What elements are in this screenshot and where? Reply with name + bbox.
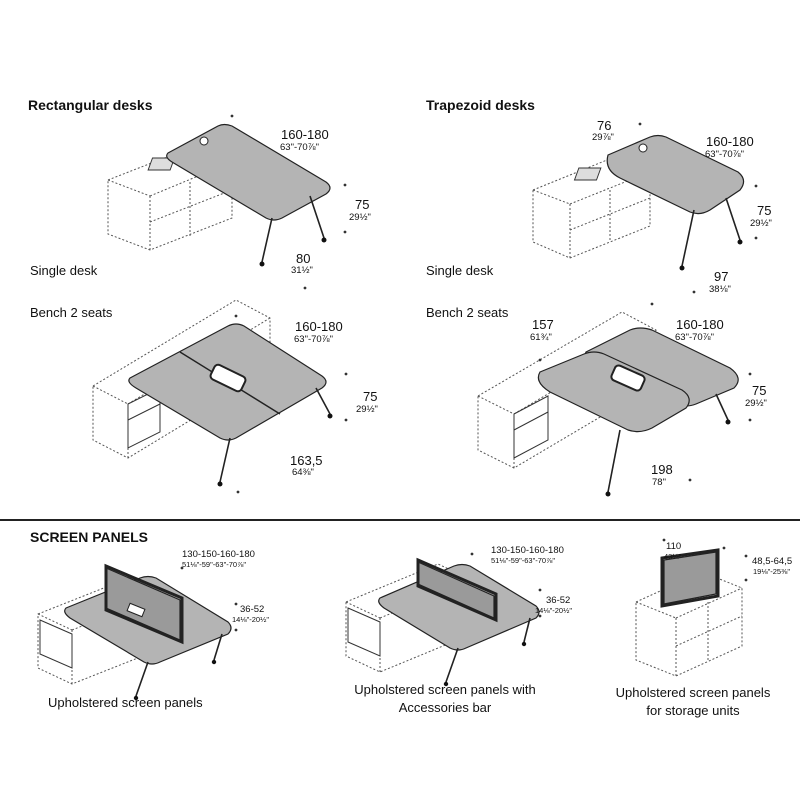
accessories-height: 36-52 (546, 595, 571, 606)
trap-bench-top-in: 61¾" (530, 332, 552, 343)
accessories-width-in: 51⅛"-59"-63"-70⅞" (491, 556, 556, 565)
rect-bench-depth-in: 64⅜" (292, 467, 314, 478)
section-divider (0, 519, 800, 521)
trap-single-depth: 97 (714, 269, 729, 284)
rect-single-width: 160-180 (281, 127, 329, 142)
rect-bench-label: Bench 2 seats (30, 305, 113, 320)
trap-single-width: 160-180 (706, 134, 754, 149)
accessories-panel-drawing (345, 552, 542, 687)
trapezoid-desks-title: Trapezoid desks (426, 97, 535, 113)
trap-bench-height: 75 (752, 383, 767, 398)
accessories-width: 130-150-160-180 (491, 545, 564, 556)
accessories-height-in: 14⅛"-20½" (535, 606, 573, 615)
storage-caption-line1: Upholstered screen panels (615, 685, 771, 700)
upholstered-width-in: 51⅛"-59"-63"-70⅞" (182, 560, 247, 569)
rect-single-height: 75 (355, 197, 370, 212)
trap-single-height-in: 29½" (750, 218, 772, 229)
trap-bench-label: Bench 2 seats (426, 305, 509, 320)
upholstered-height: 36-52 (240, 604, 265, 615)
trap-bench-drawing (477, 302, 752, 497)
rect-single-desk-drawing (107, 114, 347, 290)
accessories-caption-line1: Upholstered screen panels with (354, 682, 536, 697)
screen-panels-title: SCREEN PANELS (30, 529, 148, 545)
trap-single-width-in: 63"-70⅞" (705, 149, 744, 160)
rect-bench-height: 75 (363, 389, 378, 404)
trap-bench-width-in: 63"-70⅞" (675, 332, 714, 343)
trap-single-depth-in: 38⅛" (709, 284, 731, 295)
storage-width-in: 43¼" (664, 552, 682, 561)
rect-bench-drawing (92, 299, 348, 494)
trap-single-height: 75 (757, 203, 772, 218)
rect-single-width-in: 63"-70⅞" (280, 142, 319, 153)
upholstered-caption: Upholstered screen panels (48, 695, 203, 710)
trap-single-desk-drawing (532, 122, 758, 294)
rectangular-desks-title: Rectangular desks (28, 97, 153, 113)
rect-single-depth-in: 31½" (291, 265, 313, 276)
storage-height: 48,5-64,5 (752, 556, 793, 567)
rect-bench-width-in: 63"-70⅞" (294, 334, 333, 345)
storage-caption-line2: for storage units (646, 703, 740, 718)
trap-bench-width: 160-180 (676, 317, 724, 332)
trap-single-label: Single desk (426, 263, 494, 278)
rect-single-height-in: 29½" (349, 212, 371, 223)
rect-single-label: Single desk (30, 263, 98, 278)
rect-bench-height-in: 29½" (356, 404, 378, 415)
rect-bench-depth: 163,5 (290, 453, 323, 468)
storage-width: 110 (666, 541, 682, 552)
rect-bench-width: 160-180 (295, 319, 343, 334)
trap-bench-height-in: 29½" (745, 398, 767, 409)
trap-bench-top: 157 (532, 317, 554, 332)
storage-height-in: 19⅛"-25⅜" (753, 567, 791, 576)
trap-bench-depth: 198 (651, 462, 673, 477)
upholstered-height-in: 14⅛"-20½" (232, 615, 270, 624)
upholstered-width: 130-150-160-180 (182, 549, 255, 560)
trap-bench-depth-in: 78" (652, 477, 666, 488)
trap-single-top: 76 (597, 118, 612, 133)
accessories-caption-line2: Accessories bar (398, 700, 492, 715)
rect-single-depth: 80 (296, 251, 311, 266)
storage-panel-drawing (635, 538, 748, 677)
upholstered-panel-drawing (37, 563, 238, 701)
trap-single-top-in: 29⅞" (592, 132, 614, 143)
